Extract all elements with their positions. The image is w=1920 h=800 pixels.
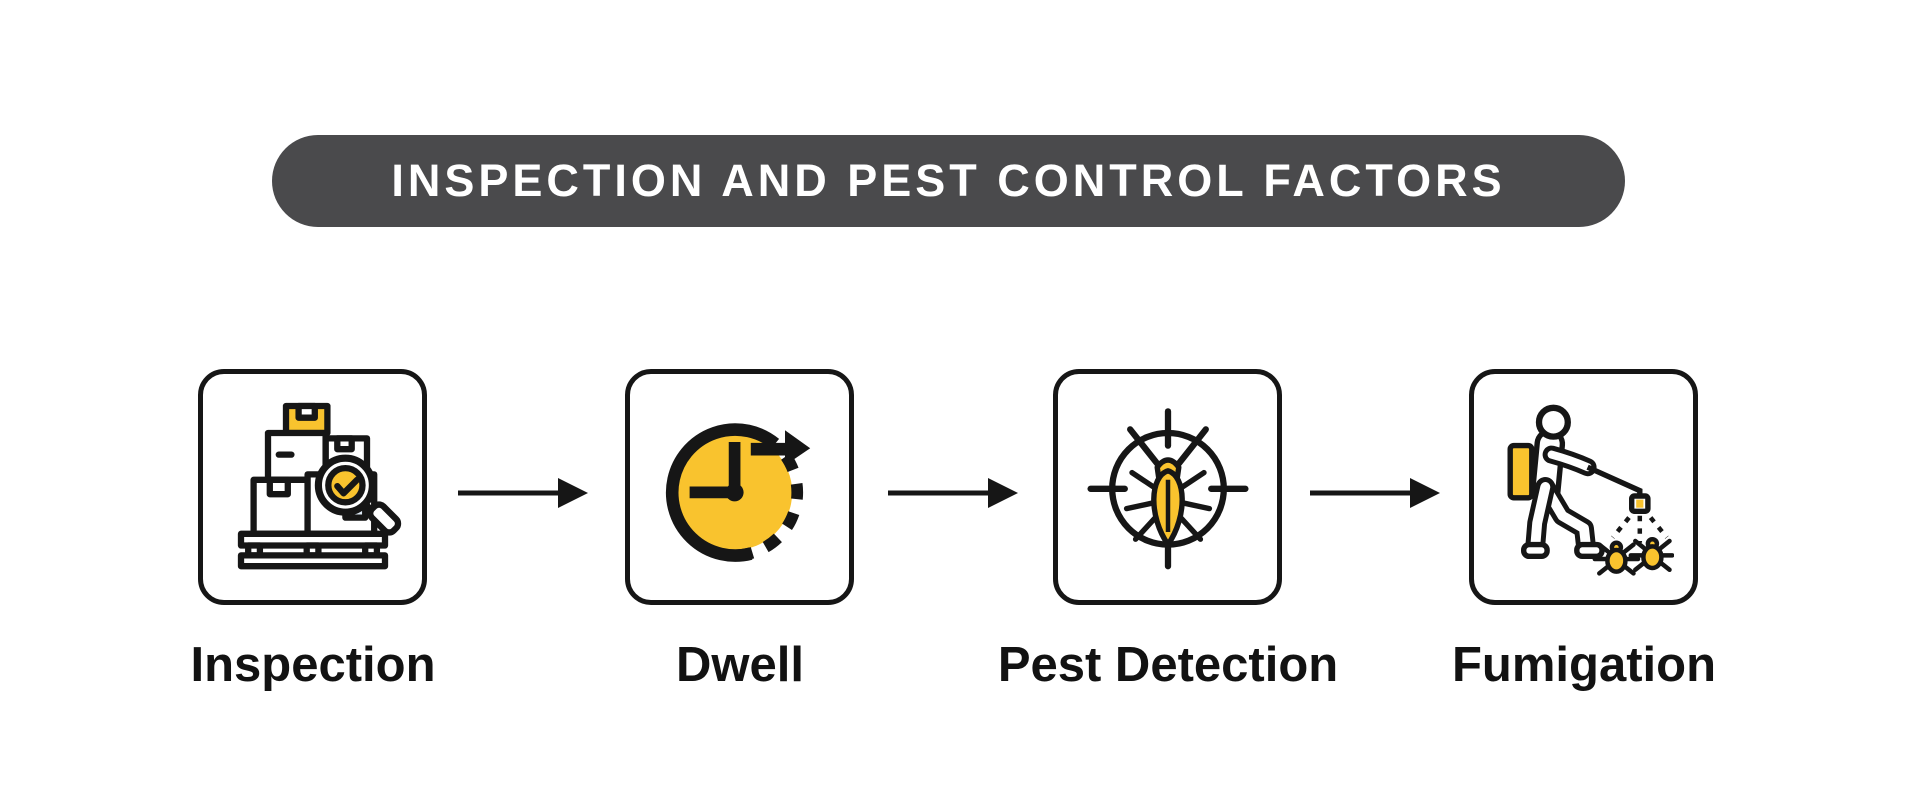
flow-arrow-icon (458, 478, 588, 508)
step-label-fumigation: Fumigation (1451, 638, 1717, 692)
flow-arrow-icon (888, 478, 1018, 508)
step-label-dwell: Dwell (676, 638, 804, 692)
title-banner: INSPECTION AND PEST CONTROL FACTORS (272, 135, 1625, 227)
page-title: INSPECTION AND PEST CONTROL FACTORS (391, 155, 1506, 206)
step-box-dwell (625, 369, 854, 605)
step-label-pest-detection: Pest Detection (997, 638, 1339, 692)
dwell-clock-icon (665, 423, 810, 562)
fumigation-sprayer-icon (1507, 404, 1674, 576)
step-label-inspection: Inspection (190, 638, 436, 692)
pest-crosshair-bug-icon (1086, 408, 1249, 570)
inspection-boxes-magnifier-icon (237, 402, 401, 570)
step-box-fumigation (1469, 369, 1698, 605)
step-box-inspection (198, 369, 427, 605)
step-box-pest-detection (1053, 369, 1282, 605)
flow-arrow-icon (1310, 478, 1440, 508)
